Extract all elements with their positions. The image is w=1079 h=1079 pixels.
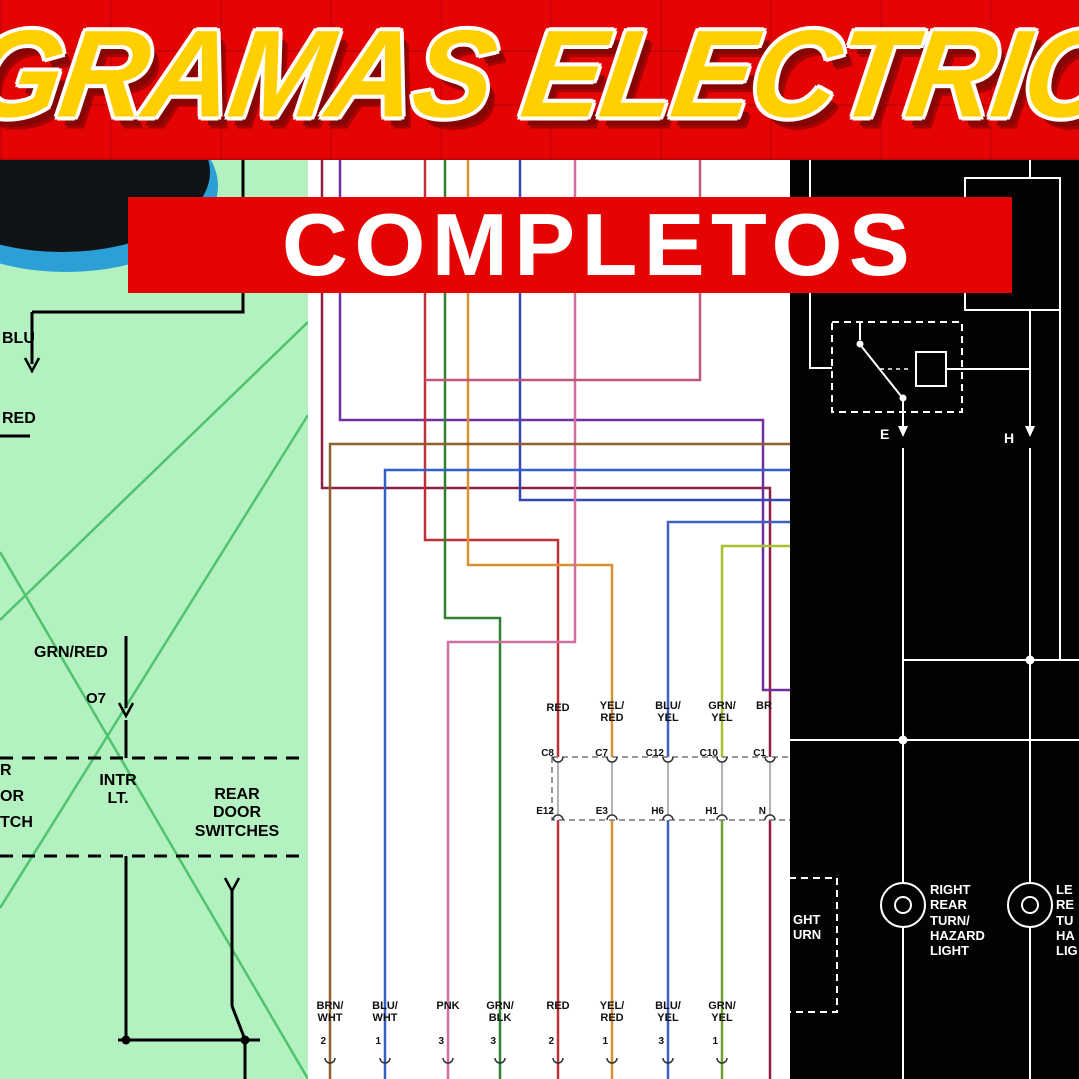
cut-word-2: OR [0,788,24,805]
white-wiring-panel: RED YEL/RED BLU/YEL GRN/YEL BR C8 C7 C12… [308,0,790,1079]
wire-color-label: BLU/YEL [655,1000,681,1025]
wire-color-label: BRN/WHT [316,1000,344,1025]
wire-color-label: YEL/RED [599,700,625,725]
wire-color-label: BLU/WHT [372,1000,398,1025]
wire-color-label: BR [756,700,772,712]
lamp-right-rear [880,882,926,928]
lamp-left-rear [1007,882,1053,928]
relay-coil [915,351,947,387]
pin-id: H1 [705,806,718,817]
label-left-rear-turn-hazard-light-cut: LE RE TU HA LIG [1056,882,1078,959]
label-intr-lt: INTR LT. [99,772,137,808]
wire-color-label: PNK [436,1000,460,1012]
pin-number: 3 [438,1036,444,1047]
pin-number: 2 [548,1036,554,1047]
pin-id: H6 [651,806,664,817]
black-wiring-panel: E H RIGHT REAR TURN/ HAZARD LIGHT LE RE … [790,0,1079,1079]
wire-color-label: RED [546,702,570,714]
pin-number: 1 [712,1036,718,1047]
wire-label-blu: BLU [2,330,35,347]
completos-title: COMPLETOS [282,195,917,294]
wire-label-red: RED [2,410,36,427]
label-right-rear-turn-hazard-light: RIGHT REAR TURN/ HAZARD LIGHT [930,882,985,959]
pin-id: E12 [536,806,554,817]
top-banner: GRAMAS ELECTRIC [0,0,1079,160]
wire-color-label: GRN/BLK [486,1000,514,1025]
cut-word-1: R [0,762,12,779]
wire-color-label: RED [546,1000,570,1012]
pin-id: C7 [595,748,608,759]
pin-id: E3 [595,806,608,817]
connector-block [551,756,790,821]
pin-id: C12 [645,748,664,759]
pin-number: 1 [375,1036,381,1047]
terminal-label-e: E [880,426,890,442]
label-rear-door-switches: REAR DOOR SWITCHES [194,786,280,840]
pin-id: C1 [753,748,766,759]
wire-color-label: GRN/YEL [708,1000,736,1025]
wire-color-label: GRN/YEL [708,700,736,725]
label-right-turn-cut: GHT URN [793,912,822,943]
turn-signal-box [790,877,838,1013]
green-wiring-panel: BLU RED GRN/RED O7 R OR TCH INTR LT. REA… [0,0,308,1079]
relay-box [831,321,963,413]
pin-number: 1 [602,1036,608,1047]
green-wiring-svg [0,92,308,1079]
pin-number: 3 [658,1036,664,1047]
pin-number: 3 [490,1036,496,1047]
pin-id: C10 [699,748,718,759]
pin-number: 2 [320,1036,326,1047]
wire-label-grn-red: GRN/RED [34,644,108,661]
wire-color-label: YEL/RED [599,1000,625,1025]
pin-id: C8 [541,748,554,759]
pin-id: N [758,806,766,817]
wire-color-label: BLU/YEL [655,700,681,725]
white-wiring-svg [320,160,790,1079]
completos-banner: COMPLETOS [128,195,1012,294]
cut-word-3: TCH [0,814,33,831]
arrow-terminal-h [1025,426,1035,437]
arrow-terminal-e [898,426,908,437]
banner-title: GRAMAS ELECTRIC [0,3,1079,146]
pin-label-o7: O7 [86,690,107,707]
terminal-label-h: H [1004,430,1015,446]
